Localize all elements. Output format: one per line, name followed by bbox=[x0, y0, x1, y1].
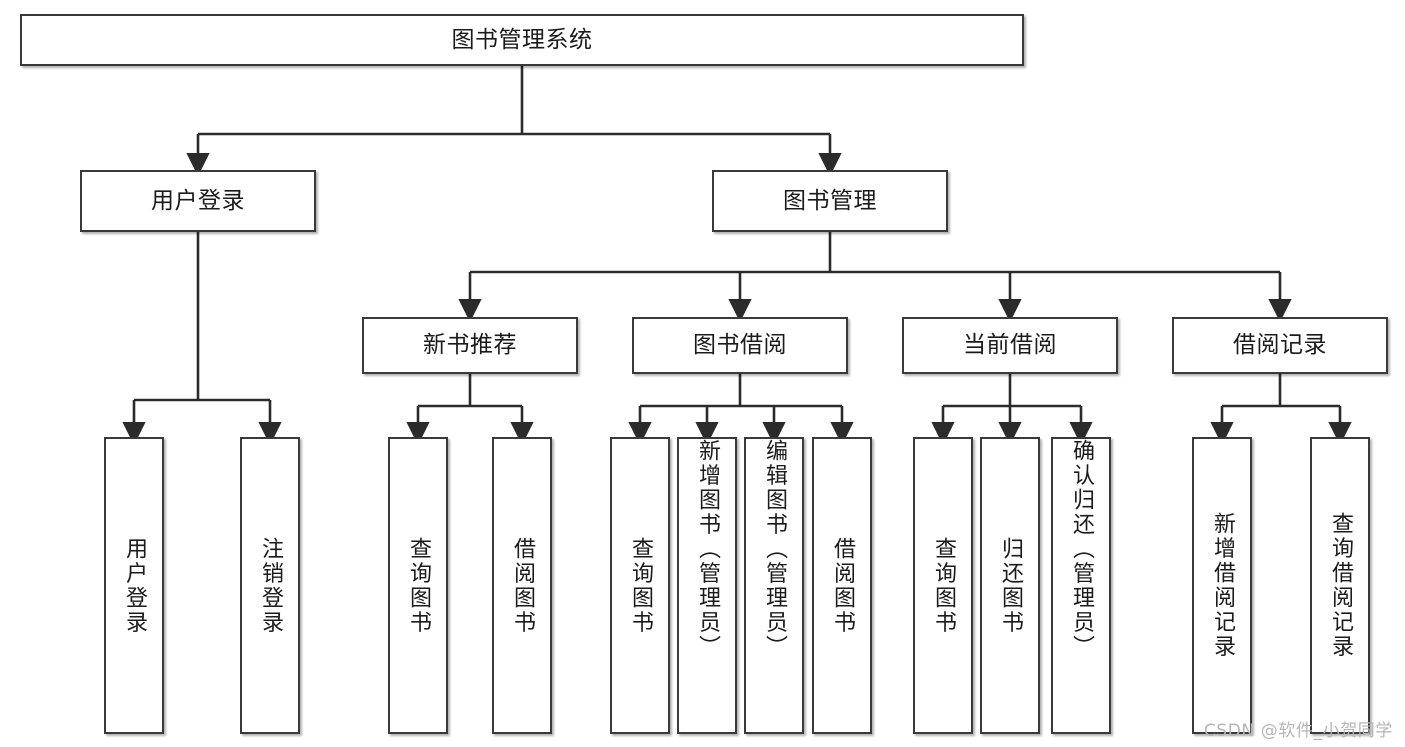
node-book-borrow[interactable]: 图书借阅 bbox=[632, 317, 848, 374]
node-borrow-record[interactable]: 借阅记录 bbox=[1172, 317, 1388, 374]
node-label: 图书管理系统 bbox=[451, 26, 593, 53]
node-label: 图书管理 bbox=[783, 187, 877, 214]
node-label: 图书借阅 bbox=[693, 332, 787, 359]
node-label: 当前借阅 bbox=[963, 332, 1057, 359]
leaf-logout[interactable]: 注销登录 bbox=[240, 437, 300, 734]
node-label: 归还图书 bbox=[998, 536, 1023, 635]
node-label: 借阅记录 bbox=[1233, 332, 1327, 359]
leaf-borrow-query-book[interactable]: 查询图书 bbox=[610, 437, 670, 734]
leaf-record-query-borrow-record[interactable]: 查询借阅记录 bbox=[1310, 437, 1370, 734]
leaf-borrow-add-book-admin[interactable]: 新增图书（管理员） bbox=[677, 437, 737, 734]
node-label: 查询借阅记录 bbox=[1328, 512, 1353, 659]
leaf-user-login[interactable]: 用户登录 bbox=[104, 437, 164, 734]
leaf-current-confirm-return-admin[interactable]: 确认归还（管理员） bbox=[1051, 437, 1111, 734]
node-label: 查询图书 bbox=[931, 536, 956, 635]
node-label: 新增图书（管理员） bbox=[695, 439, 720, 660]
node-book-management[interactable]: 图书管理 bbox=[712, 170, 948, 232]
leaf-current-return-book[interactable]: 归还图书 bbox=[980, 437, 1040, 734]
node-root-system[interactable]: 图书管理系统 bbox=[20, 14, 1024, 66]
node-user-login[interactable]: 用户登录 bbox=[80, 170, 316, 232]
node-label: 查询图书 bbox=[406, 536, 431, 635]
node-label: 借阅图书 bbox=[510, 536, 535, 635]
node-new-book-recommend[interactable]: 新书推荐 bbox=[362, 317, 578, 374]
leaf-new-book-query-book[interactable]: 查询图书 bbox=[388, 437, 448, 734]
node-label: 编辑图书（管理员） bbox=[762, 439, 787, 660]
node-label: 新增借阅记录 bbox=[1210, 512, 1235, 659]
watermark-text: CSDN @软件_小贺同学 bbox=[1203, 721, 1393, 741]
node-label: 查询图书 bbox=[628, 536, 653, 635]
node-current-borrow[interactable]: 当前借阅 bbox=[902, 317, 1118, 374]
node-label: 借阅图书 bbox=[830, 536, 855, 635]
node-label: 新书推荐 bbox=[423, 332, 517, 359]
leaf-current-query-book[interactable]: 查询图书 bbox=[913, 437, 973, 734]
leaf-borrow-borrow-book[interactable]: 借阅图书 bbox=[812, 437, 872, 734]
node-label: 注销登录 bbox=[258, 536, 283, 635]
leaf-borrow-edit-book-admin[interactable]: 编辑图书（管理员） bbox=[744, 437, 804, 734]
leaf-new-book-borrow-book[interactable]: 借阅图书 bbox=[492, 437, 552, 734]
node-label: 确认归还（管理员） bbox=[1069, 439, 1094, 660]
node-label: 用户登录 bbox=[151, 187, 245, 214]
node-label: 用户登录 bbox=[122, 536, 147, 635]
leaf-record-add-borrow-record[interactable]: 新增借阅记录 bbox=[1192, 437, 1252, 734]
